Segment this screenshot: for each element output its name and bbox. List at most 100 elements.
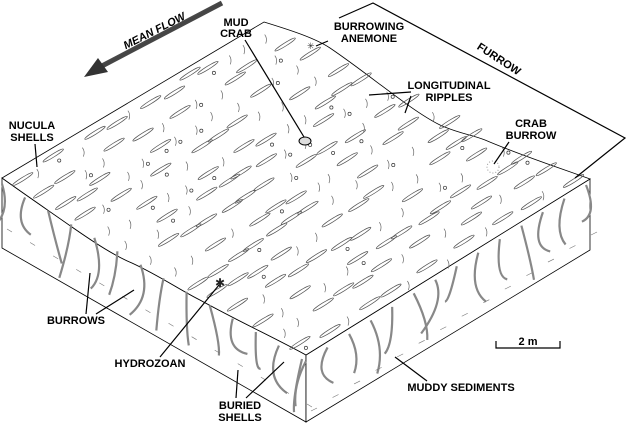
ripple-mark [296, 317, 299, 328]
ripple-mark [283, 328, 286, 338]
ripple [289, 285, 311, 300]
ripple [149, 139, 172, 153]
ripple [218, 173, 240, 188]
scale-bar [495, 341, 561, 349]
sediment-dash [52, 255, 59, 260]
ripple-mark [82, 147, 85, 157]
ripple [348, 198, 370, 212]
ripple [163, 85, 186, 100]
mean-flow-label: MEAN FLOW [122, 10, 189, 52]
ripple [409, 234, 431, 249]
buried-shells-label-1: BURIED [219, 400, 261, 412]
ripple [397, 116, 419, 131]
ripple [42, 148, 64, 163]
ripple-mark [378, 221, 382, 232]
ripple [305, 249, 327, 264]
ripple-mark [303, 115, 307, 125]
ripple-mark [370, 145, 373, 155]
burrow [155, 277, 165, 331]
shell [171, 218, 176, 223]
ripple [228, 248, 250, 262]
shell [303, 345, 308, 350]
burrow [47, 210, 63, 264]
ripple-mark [262, 294, 265, 304]
shell [525, 160, 530, 165]
ripple-mark [386, 159, 390, 170]
ripple [266, 222, 288, 237]
ripple-mark [314, 232, 318, 242]
shell [164, 148, 169, 153]
shell [390, 94, 395, 99]
hydrozoan-icon: ✱ [215, 276, 225, 290]
ripple-mark [362, 122, 365, 133]
buried-shells-leader-1 [235, 369, 239, 399]
furrow-label: FURROW [475, 41, 524, 78]
ripple-mark [174, 136, 177, 146]
burrow [420, 279, 440, 335]
burrow [444, 265, 458, 303]
ripple [382, 131, 404, 145]
ripple [55, 196, 77, 210]
ripple [274, 37, 296, 52]
burrow [185, 291, 190, 346]
shell [288, 152, 293, 157]
ripple [312, 297, 334, 312]
sediment-dash [440, 326, 447, 331]
ripple-mark [289, 172, 293, 183]
mean-flow-arrow [84, 0, 224, 77]
sediment-dash [590, 231, 598, 236]
sediment-dash [168, 322, 174, 327]
crab-burrow-leader [493, 141, 510, 165]
anemone-icon: ✳ [307, 41, 315, 51]
burrowing-anemone-label-1: BURROWING [334, 21, 404, 33]
ripple [179, 66, 201, 81]
sediment-dash [461, 312, 468, 317]
ripple [492, 211, 514, 226]
ripple [226, 114, 248, 129]
ripple-mark [237, 102, 240, 113]
ripple [204, 237, 227, 252]
ripple [103, 137, 125, 152]
ripple [350, 72, 372, 87]
shell [199, 102, 204, 107]
ripple-mark [446, 259, 450, 269]
burrow [208, 304, 221, 356]
shell [506, 150, 511, 155]
mud-crab-icon [298, 136, 312, 146]
ripple-mark [443, 228, 447, 238]
muddy-sediments-leader [394, 356, 428, 382]
shell [460, 145, 465, 150]
sediment-dash [375, 367, 382, 371]
ripple [230, 165, 252, 180]
sediment-dash [504, 285, 511, 290]
ripple [106, 115, 128, 130]
shell [145, 161, 150, 166]
ripple [110, 187, 132, 202]
longitudinal-ripples-label-1: LONGITUDINAL [407, 80, 490, 92]
ripple-mark [283, 149, 287, 159]
ripple-mark [185, 185, 188, 195]
ripple [265, 199, 287, 214]
ripple [136, 195, 158, 210]
shell [106, 207, 111, 212]
shell [275, 80, 280, 85]
sediment-dash [310, 407, 318, 412]
ripple [336, 152, 358, 167]
ripple-mark [499, 194, 502, 204]
burrow [581, 184, 593, 223]
ripple [460, 211, 482, 226]
ripple [401, 188, 424, 203]
shell [361, 261, 366, 266]
ripple [331, 82, 353, 96]
ripple-mark [185, 161, 189, 171]
ripple [327, 63, 350, 77]
shell [57, 158, 62, 163]
ripple-mark [264, 34, 267, 44]
ripple-mark [296, 65, 299, 75]
ripple [391, 225, 413, 240]
ripple [84, 125, 106, 140]
sediment-dash [397, 353, 404, 358]
ripple [429, 200, 452, 215]
